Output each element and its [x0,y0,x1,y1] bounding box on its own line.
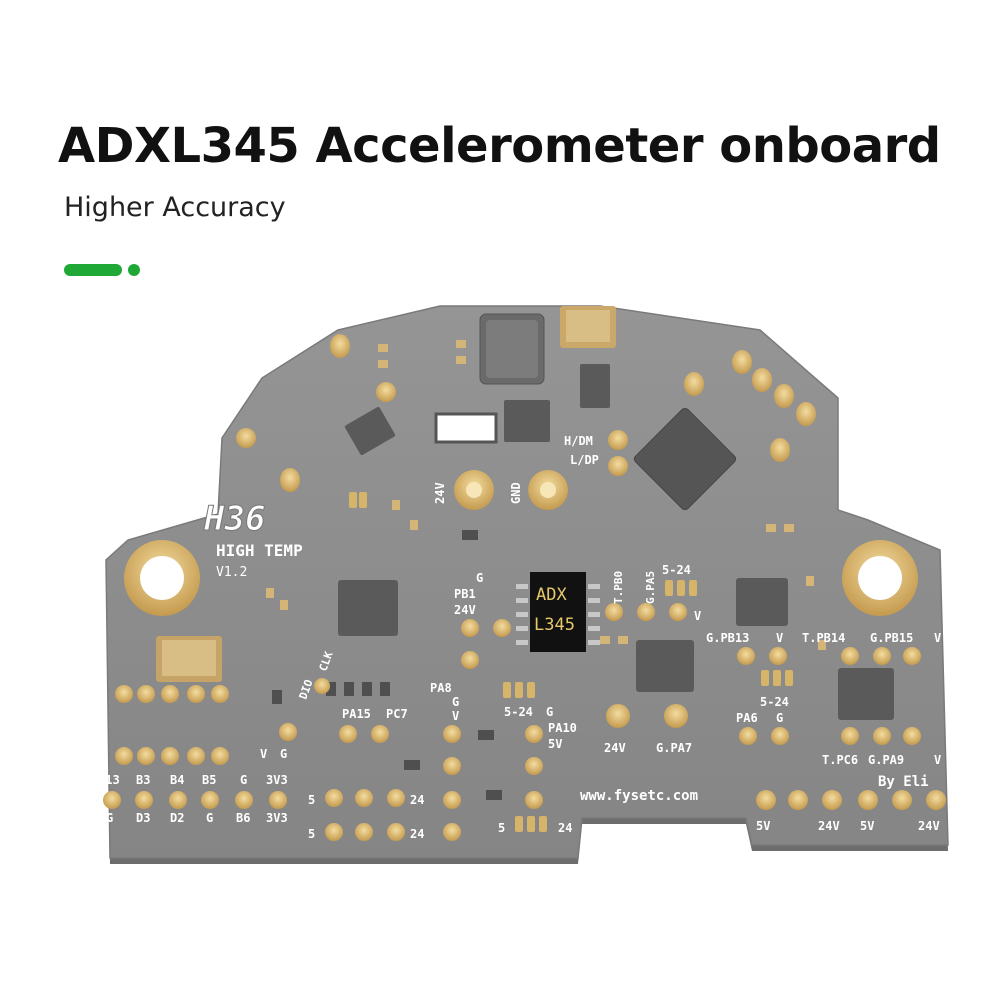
label-gpb13: G.PB13 [706,631,749,645]
label-g-pa8: G [452,695,459,709]
label-b3: B3 [136,773,150,787]
label-pa15: PA15 [342,707,371,721]
label-v-d: V [934,753,941,767]
accent-dot [128,264,140,276]
label-5v-bot-a: 5V [756,819,770,833]
label-5-a: 5 [308,793,315,807]
label-5-c: 5 [498,821,505,835]
label-v-c: V [934,631,941,645]
label-g-left: G [476,571,483,585]
page-title: ADXL345 Accelerometer onboard [58,118,941,174]
label-24-c: 24 [558,821,572,835]
label-tpb0: T.PB0 [612,571,625,604]
label-v-left: V [260,747,267,761]
label-pa8: PA8 [430,681,452,695]
label-g-bot: G [106,811,113,825]
label-24-a: 24 [410,793,424,807]
label-5v-b: 5V [548,737,562,751]
label-3v3-a: 3V3 [266,773,288,787]
label-v-pa8: V [452,709,459,723]
label-g-row: G [240,773,247,787]
label-tpb14: T.PB14 [802,631,845,645]
label-gpa7: G.PA7 [656,741,692,755]
label-pa6: PA6 [736,711,758,725]
board-logo: H36 [203,499,265,539]
label-3v3-b: 3V3 [266,811,288,825]
chip-label-line2: L345 [534,615,575,635]
board-model: HIGH TEMP [216,541,303,560]
label-v-b: V [776,631,783,645]
chip-label-line1: ADX [536,585,567,605]
label-b5: B5 [202,773,216,787]
label-24v-mid: 24V [604,741,626,755]
label-pa10: PA10 [548,721,577,735]
adxl345-chip [516,572,600,652]
label-ldp: L/DP [570,453,599,467]
label-24-b: 24 [410,827,424,841]
label-524-b: 5-24 [504,705,533,719]
label-g-pa6: G [776,711,783,725]
label-24v-top: 24V [433,482,447,504]
pad-gnd [528,470,568,510]
label-tpc6: T.PC6 [822,753,858,767]
label-5v-bot-b: 5V [860,819,874,833]
board-author: By Eli [878,774,929,790]
label-g-vleft: G [280,747,287,761]
board-website: www.fysetc.com [580,788,698,804]
label-b6: B6 [236,811,250,825]
label-24v-bot-b: 24V [918,819,940,833]
label-gpa5: G.PA5 [644,571,657,604]
pcb-outline [105,305,949,859]
label-524-c: 5-24 [760,695,789,709]
label-gpa9: G.PA9 [868,753,904,767]
label-v-a: V [694,609,701,623]
label-gpb15: G.PB15 [870,631,913,645]
label-g-bot2: G [206,811,213,825]
pad-24v [454,470,494,510]
label-c13: C13 [98,773,120,787]
label-g-b: G [546,705,553,719]
label-gnd-top: GND [509,482,523,504]
accent-bar [64,264,122,276]
page-subtitle: Higher Accuracy [64,192,286,223]
label-24v-bot-a: 24V [818,819,840,833]
label-hdm: H/DM [564,434,593,448]
label-d3: D3 [136,811,150,825]
label-d2: D2 [170,811,184,825]
mounting-hole-right [842,540,918,616]
label-524-a: 5-24 [662,563,691,577]
label-b4: B4 [170,773,184,787]
label-pc7: PC7 [386,707,408,721]
mounting-hole-left [124,540,200,616]
label-5-b: 5 [308,827,315,841]
board-version: V1.2 [216,565,247,580]
label-pb1: PB1 [454,587,476,601]
label-24v-left: 24V [454,603,476,617]
